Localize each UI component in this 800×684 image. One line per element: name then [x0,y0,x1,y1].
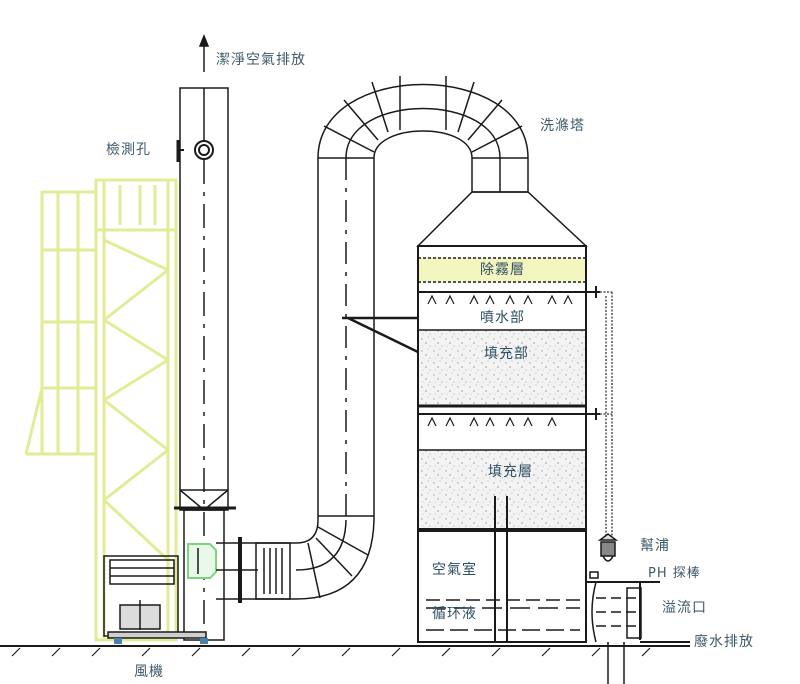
label-circulating-liquid: 循环液 [432,606,477,622]
sampling-port [176,140,214,162]
label-sampling-port: 檢測孔 [106,142,151,158]
label-spray-section: 噴水部 [480,310,525,326]
spray-nozzles [427,294,573,427]
label-packing-upper: 填充部 [484,346,529,362]
tower-body [416,191,600,643]
label-fan: 風機 [134,664,164,680]
inlet-duct [216,519,375,603]
label-clean-air-exhaust: 潔淨空氣排放 [216,52,306,68]
fan-housing [187,543,217,579]
rising-duct [317,158,419,520]
label-overflow: 溢流口 [662,600,707,616]
label-packing-lower: 填充層 [488,464,533,480]
ground-line [0,645,690,657]
label-drain: 廢水排放 [694,634,754,650]
recirculation-pipe [600,291,613,540]
pump [597,533,619,562]
label-pump: 幫浦 [640,538,670,554]
side-tank [586,571,690,684]
arrow-up-icon [198,33,210,47]
label-demister: 除霧層 [480,262,525,278]
exhaust-stack [174,33,236,641]
fan-assembly [103,555,208,644]
label-scrubber-tower: 洗滌塔 [540,118,585,134]
gooseneck-duct [317,76,529,193]
label-ph-probe: PH 探棒 [648,566,701,581]
label-air-chamber: 空氣室 [432,562,477,578]
support-structure [24,178,178,642]
